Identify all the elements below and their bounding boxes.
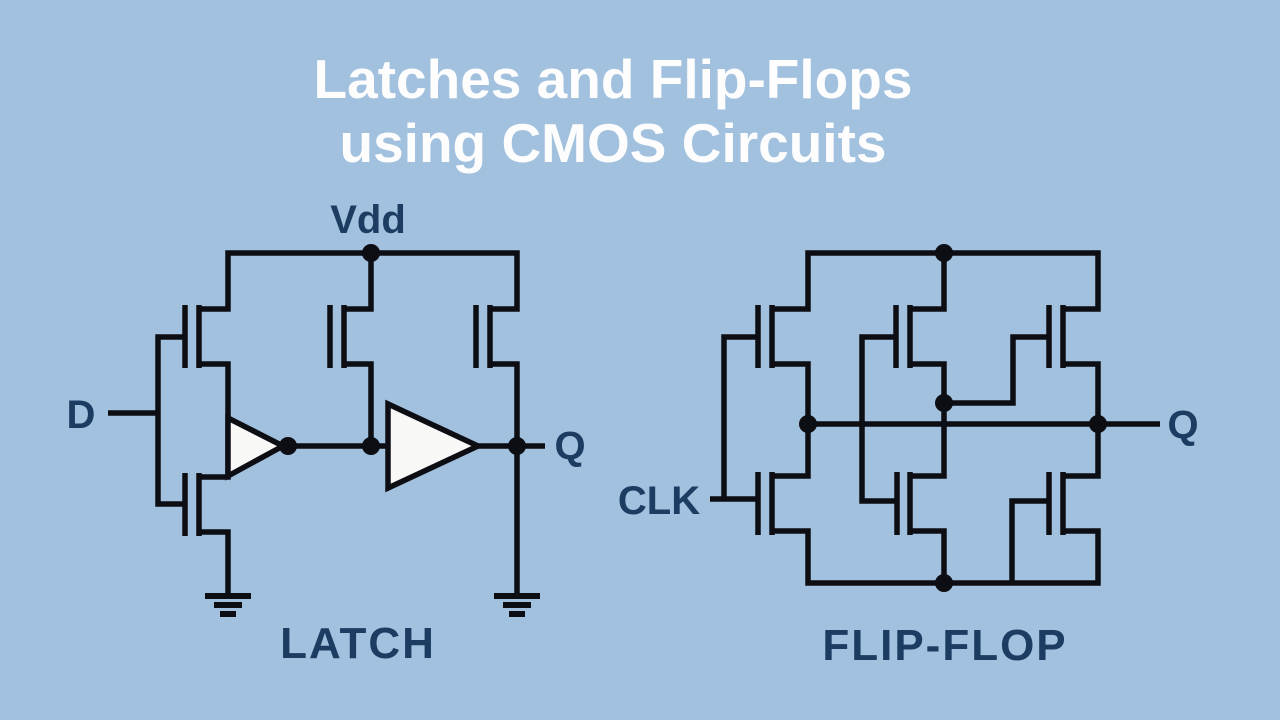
flipflop-caption: FLIP-FLOP [822, 621, 1067, 670]
latch-right-ground-wire [490, 361, 520, 596]
d-input-label: D [67, 393, 96, 437]
latch-pmos-right-icon [473, 305, 493, 368]
ground-icon [494, 593, 540, 617]
junction-dot [935, 574, 953, 592]
buffer-small-icon [225, 413, 289, 481]
flipflop-q-output-label: Q [1167, 403, 1198, 447]
latch-circuit: Vdd D Q LATCH [67, 198, 586, 668]
latch-left-node-wire [199, 361, 231, 480]
junction-dot [508, 437, 526, 455]
junction-dot [1089, 415, 1107, 433]
latch-pmos-middle-icon [327, 305, 347, 368]
title-line-2: using CMOS Circuits [340, 112, 887, 174]
latch-mid-drain-wire [344, 253, 374, 312]
latch-vdd-rail [199, 250, 520, 312]
latch-left-ground-wire [199, 529, 231, 596]
flipflop-top-rail [772, 250, 1101, 312]
latch-mid-source-wire [344, 361, 374, 446]
flipflop-crosscouple-wire [944, 334, 1049, 406]
latch-nmos-left-icon [182, 473, 202, 536]
junction-dot [279, 437, 297, 455]
flipflop-pmos-middle-icon [893, 305, 913, 368]
flipflop-nmos-left-icon [755, 472, 775, 535]
flipflop-mid-drain-wire [910, 253, 947, 312]
vdd-label: Vdd [330, 198, 406, 242]
latch-q-output-label: Q [554, 424, 585, 468]
junction-dot [799, 415, 817, 433]
flipflop-circuit: CLK Q FLIP-FLOP [618, 244, 1199, 670]
flipflop-nmos-right-icon [1046, 472, 1066, 535]
flipflop-pmos-left-icon [755, 305, 775, 368]
junction-dot [362, 244, 380, 262]
flipflop-nmos-middle-icon [894, 472, 913, 535]
buffer-large-icon [385, 399, 485, 493]
ground-icon [205, 593, 251, 617]
flipflop-mid-source-wire [910, 528, 947, 583]
flipflop-clk-bus [721, 334, 758, 499]
flipflop-middle-column-wire [910, 361, 947, 479]
junction-dot [935, 244, 953, 262]
flipflop-pmos-right-icon [1046, 305, 1066, 368]
flipflop-bottom-rail [772, 528, 1101, 586]
clk-input-label: CLK [618, 479, 700, 523]
flipflop-right-gate-bus [1009, 498, 1049, 583]
junction-dot [362, 437, 380, 455]
latch-pmos-left-icon [182, 305, 202, 368]
latch-gate-bus [155, 334, 185, 507]
page-title: Latches and Flip-Flops using CMOS Circui… [314, 48, 913, 174]
flipflop-middle-gate-bus [859, 334, 897, 504]
title-line-1: Latches and Flip-Flops [314, 48, 913, 110]
latch-caption: LATCH [280, 619, 436, 668]
junction-dot [935, 394, 953, 412]
